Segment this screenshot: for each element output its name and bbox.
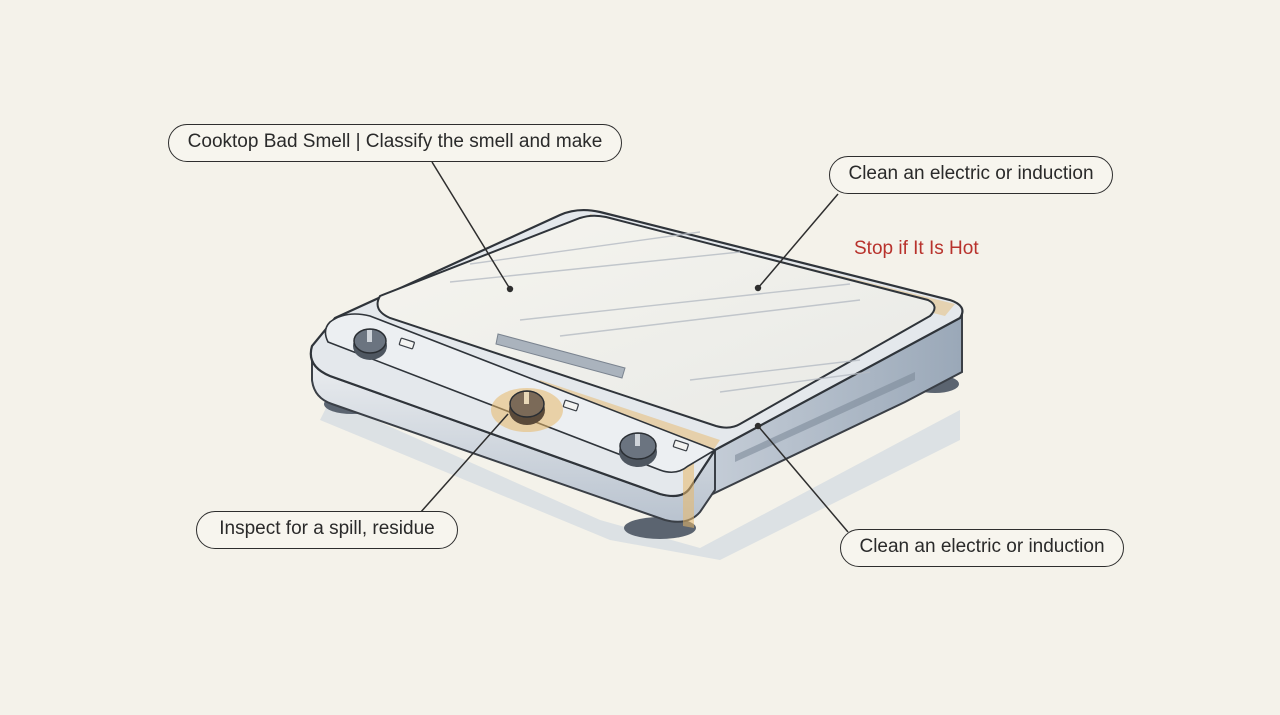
indicator-right xyxy=(672,439,689,452)
glass-surface xyxy=(376,214,936,429)
floor-shadow xyxy=(320,400,960,560)
highlight-corner xyxy=(683,450,694,528)
knob-center xyxy=(509,390,545,425)
knob-right xyxy=(619,432,657,467)
warning-text: Stop if It Is Hot xyxy=(854,238,979,259)
leader-top-right xyxy=(757,193,839,289)
leader-dots xyxy=(506,284,762,430)
indicator-center xyxy=(562,399,579,412)
display-strip xyxy=(495,333,626,379)
leader-bottom-right xyxy=(757,425,849,533)
indicator-left xyxy=(398,337,415,350)
leader-lines xyxy=(419,161,849,533)
callout-inspect-spill: Inspect for a spill, residue xyxy=(196,511,458,549)
callout-title: Cooktop Bad Smell | Classify the smell a… xyxy=(168,124,622,162)
glass-reflections xyxy=(449,231,871,393)
side-vent xyxy=(735,372,915,462)
leader-bottom-left xyxy=(419,413,509,514)
callout-clean-top: Clean an electric or induction xyxy=(829,156,1113,194)
leader-title xyxy=(431,161,511,290)
callout-clean-bottom: Clean an electric or induction xyxy=(840,529,1124,567)
knob-left xyxy=(353,328,387,360)
